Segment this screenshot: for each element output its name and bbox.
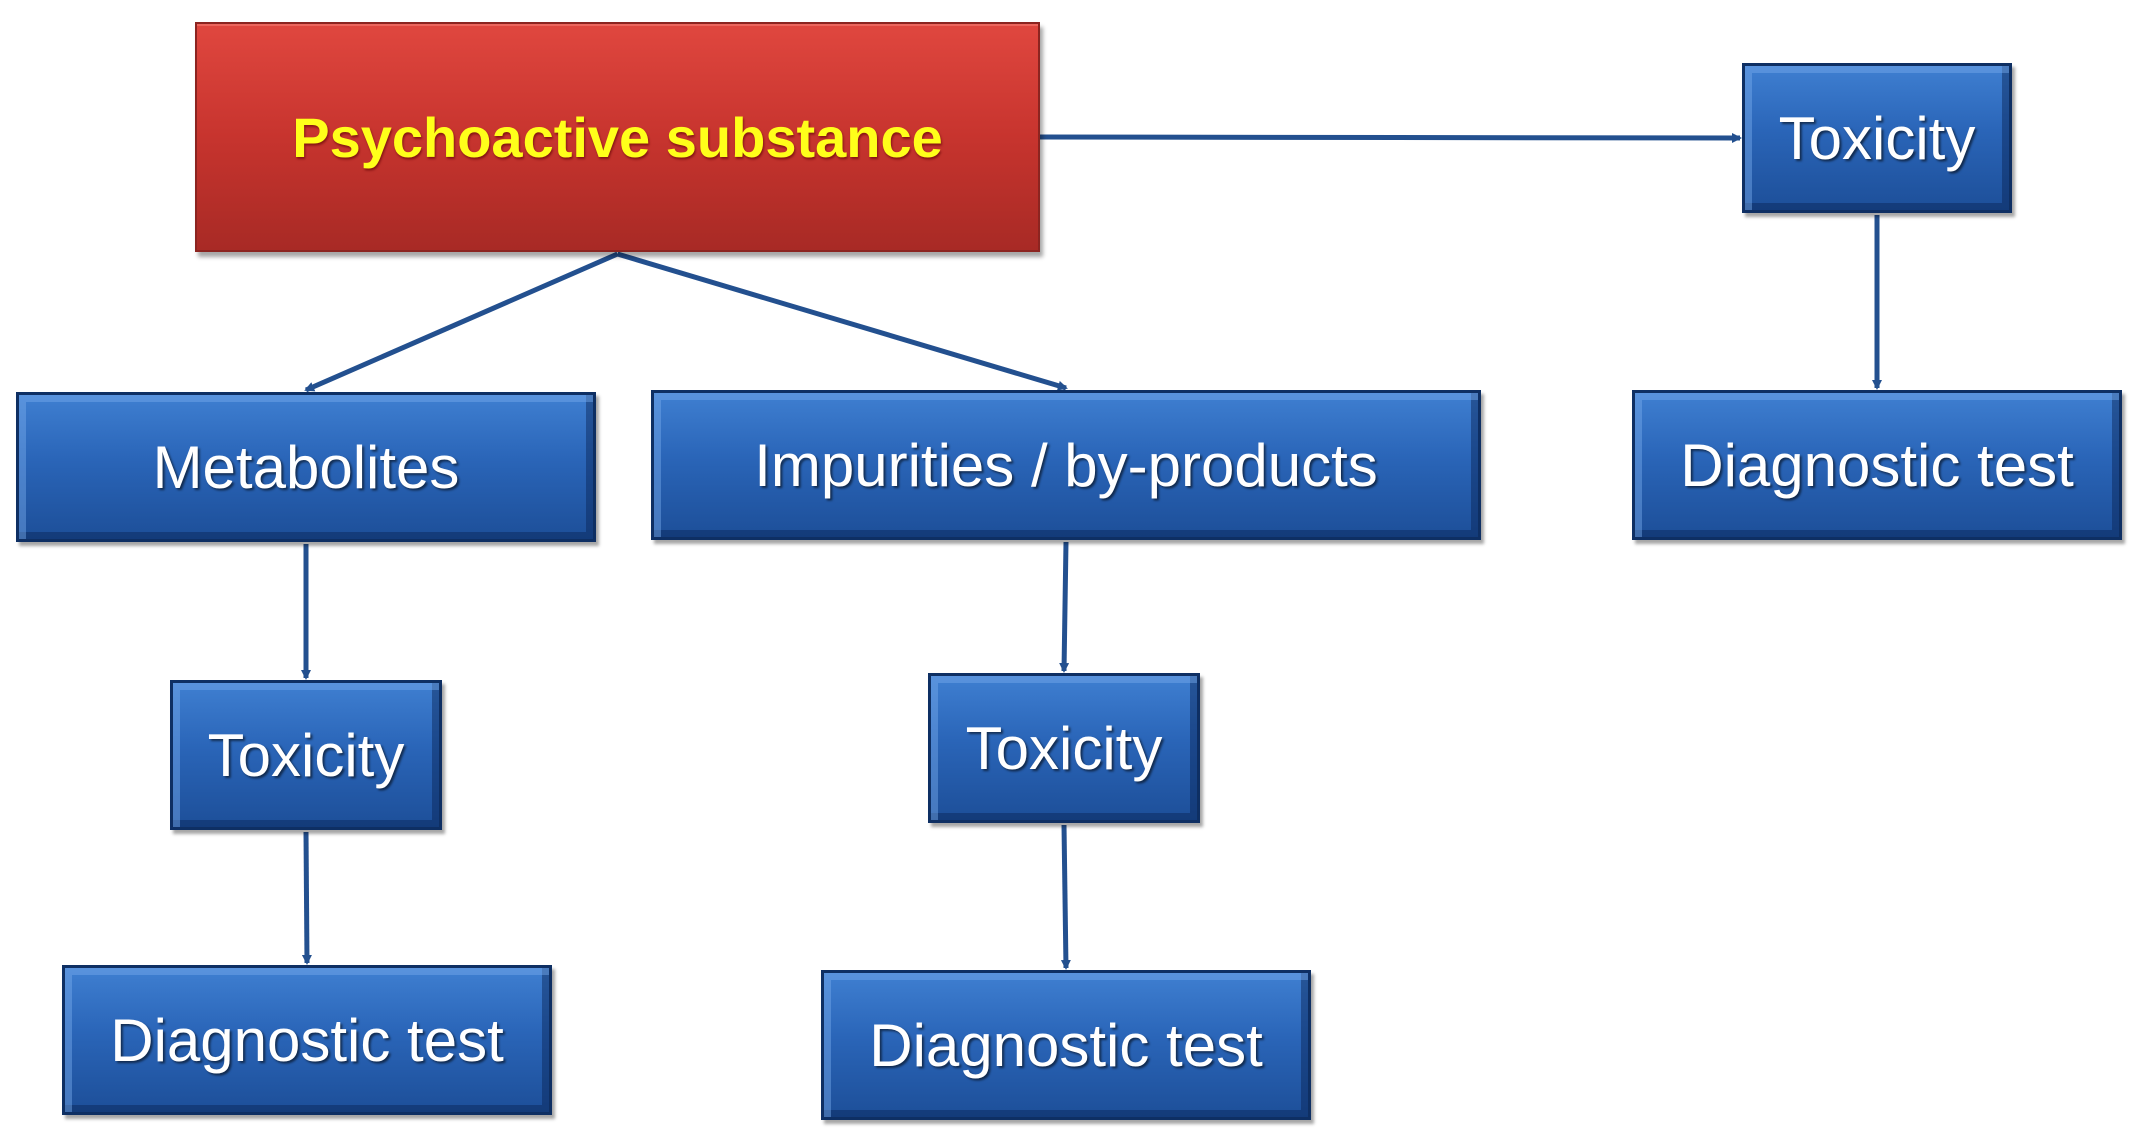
node-label: Toxicity [965, 714, 1163, 782]
node-label: Diagnostic test [869, 1011, 1263, 1079]
node-label: Metabolites [152, 433, 460, 501]
node-label: Diagnostic test [110, 1006, 504, 1074]
node-toxicity-impurities: Toxicity [928, 673, 1200, 823]
node-toxicity-main: Toxicity [1742, 63, 2012, 213]
arrow-toxicity_impurities-to-diagnostic_impurities [1060, 824, 1071, 970]
node-diagnostic-test-main: Diagnostic test [1632, 390, 2122, 540]
node-diagnostic-test-impurities: Diagnostic test [821, 970, 1311, 1120]
node-label: Toxicity [1778, 104, 1976, 172]
arrow-impurities-to-toxicity_impurities [1059, 541, 1070, 673]
node-label: Diagnostic test [1680, 431, 2074, 499]
node-toxicity-metabolites: Toxicity [170, 680, 442, 830]
arrow-root-to-toxicity_main [1039, 132, 1742, 143]
node-psychoactive-substance: Psychoactive substance [195, 22, 1040, 252]
node-label: Toxicity [207, 721, 405, 789]
node-label: Psychoactive substance [292, 105, 943, 169]
arrow-root-to-impurities [616, 251, 1068, 391]
node-impurities-by-products: Impurities / by-products [651, 390, 1481, 540]
arrow-root-to-metabolites [304, 251, 619, 393]
node-diagnostic-test-metabolites: Diagnostic test [62, 965, 552, 1115]
node-label: Impurities / by-products [754, 431, 1378, 499]
arrow-toxicity_metabolites-to-diagnostic_metabolites [301, 831, 312, 965]
node-metabolites: Metabolites [16, 392, 596, 542]
